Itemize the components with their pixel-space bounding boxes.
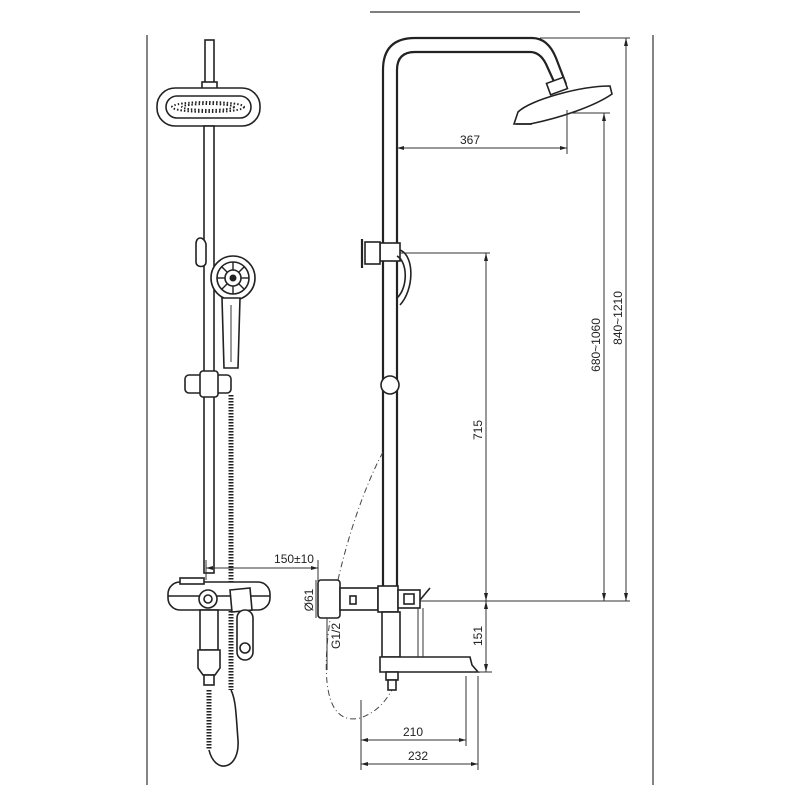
front-spout-outlet bbox=[203, 674, 215, 686]
front-lower-body bbox=[199, 609, 219, 651]
front-upper-clip bbox=[195, 237, 207, 268]
front-hand-shower bbox=[210, 255, 256, 369]
side-shower-head bbox=[512, 76, 613, 125]
side-view bbox=[317, 36, 613, 720]
front-spout bbox=[197, 649, 221, 676]
mixer-center-distance-dimension: 150±10 bbox=[205, 552, 319, 600]
diameter-label: Ø61 bbox=[302, 588, 316, 611]
front-slider-bracket bbox=[184, 370, 232, 398]
spout-reach-dimension: 210 bbox=[361, 676, 467, 746]
mixer-center-distance-label: 150±10 bbox=[274, 552, 314, 566]
front-top-pipe bbox=[204, 39, 215, 86]
side-hose bbox=[325, 451, 393, 720]
side-arm-inner bbox=[395, 50, 558, 87]
slide-height-dimension: 715 bbox=[471, 253, 488, 601]
spout-reach-label: 210 bbox=[403, 725, 423, 739]
front-view bbox=[156, 39, 271, 767]
arm-reach-label: 367 bbox=[460, 133, 480, 147]
side-upper-connector bbox=[360, 239, 412, 306]
side-mixer bbox=[317, 579, 480, 691]
spout-height-label: 151 bbox=[471, 626, 485, 646]
head-height-dimension: 680~1060 bbox=[589, 113, 606, 601]
side-arm-outer bbox=[381, 36, 568, 85]
diameter-dimension: Ø61 bbox=[302, 580, 317, 618]
front-riser-pipe bbox=[203, 125, 215, 574]
slide-height-label: 715 bbox=[471, 420, 485, 440]
head-height-label: 680~1060 bbox=[589, 318, 603, 372]
overall-height-label: 840~1210 bbox=[611, 291, 625, 345]
spout-total-reach-label: 232 bbox=[408, 749, 428, 763]
front-shower-head bbox=[156, 87, 261, 127]
thread-label: G1/2 bbox=[329, 623, 343, 649]
spout-height-dimension: 151 bbox=[471, 601, 492, 673]
side-slider-knob bbox=[380, 375, 400, 395]
overall-height-dimension: 840~1210 bbox=[611, 38, 628, 601]
arm-reach-dimension: 367 bbox=[397, 110, 568, 154]
front-mixer bbox=[167, 577, 271, 661]
spout-total-reach-dimension: 232 bbox=[360, 676, 479, 770]
front-hose bbox=[206, 395, 239, 767]
